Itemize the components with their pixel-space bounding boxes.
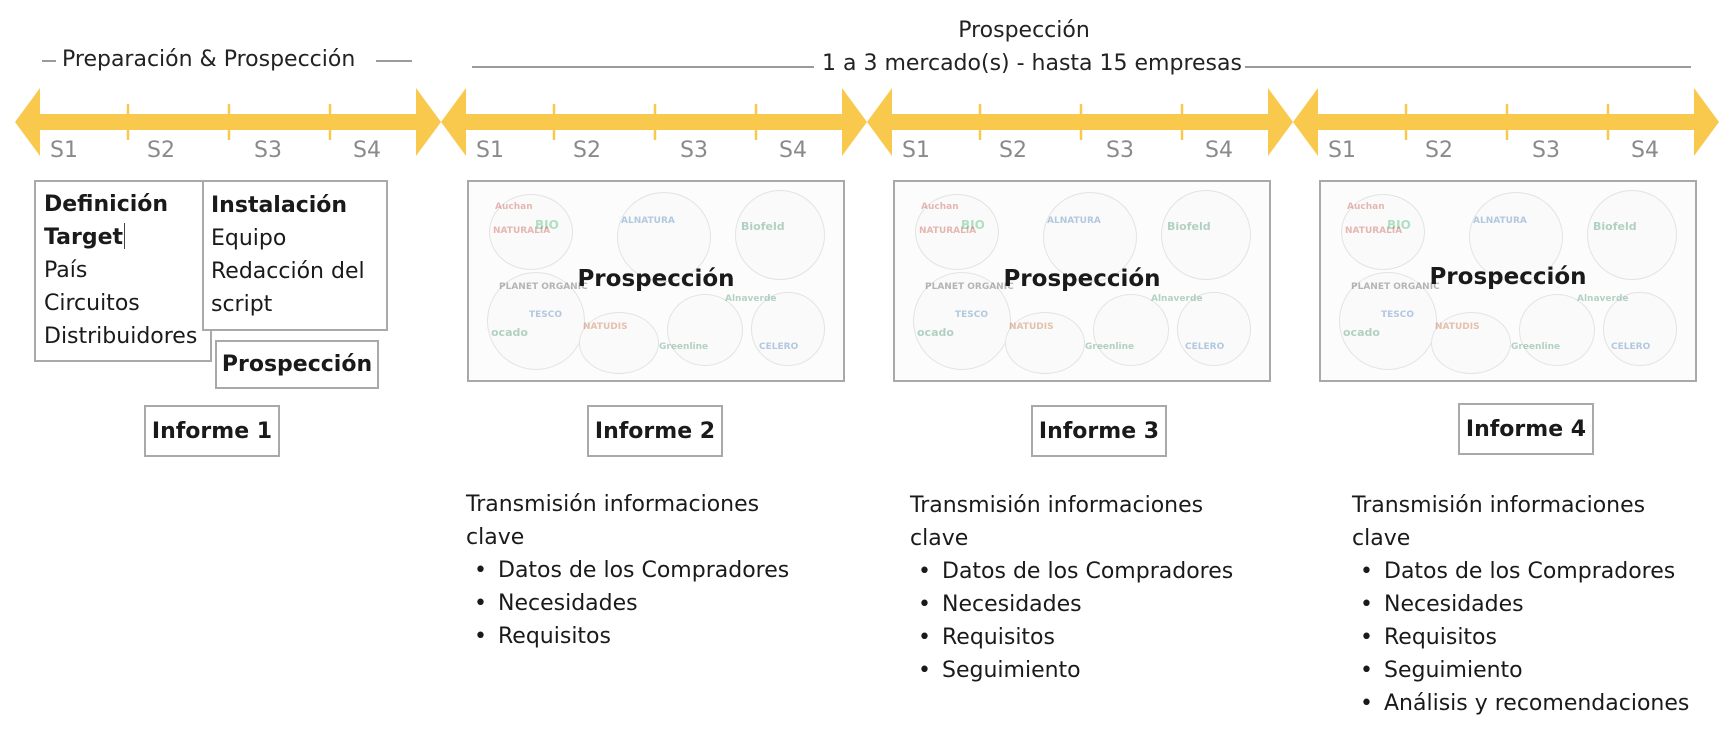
informe-3-box: Informe 3 — [1031, 405, 1167, 457]
week-label-4-s3: S3 — [1532, 138, 1560, 163]
notes-heading: Transmisión informaciones — [910, 493, 1204, 518]
list-item: Datos de los Compradores — [910, 555, 1233, 588]
left-phase-title: Preparación & Prospección — [62, 47, 356, 72]
right-title-rule-left — [472, 66, 814, 68]
definition-item: Distribuidores — [44, 324, 198, 349]
prospection-panel-3-title: Prospección — [1429, 264, 1587, 290]
week-label-3-s2: S2 — [999, 138, 1027, 163]
notes-heading: clave — [910, 526, 969, 551]
list-item: Requisitos — [910, 621, 1233, 654]
notes-informe-2: Transmisión informaciones clave Datos de… — [466, 488, 789, 653]
list-item: Requisitos — [1352, 621, 1689, 654]
week-label-1-s3: S3 — [254, 138, 282, 163]
week-label-2-s3: S3 — [680, 138, 708, 163]
timeline — [15, 88, 1719, 156]
list-item: Necesidades — [1352, 588, 1689, 621]
notes-heading: Transmisión informaciones — [1352, 493, 1646, 518]
prospection-panel-1-title: Prospección — [577, 266, 735, 292]
list-item: Seguimiento — [1352, 654, 1689, 687]
right-phase-title: Prospección — [958, 18, 1090, 43]
prospection-panel-2-title: Prospección — [1003, 266, 1161, 292]
informe-4-box: Informe 4 — [1458, 403, 1594, 455]
definition-item: Circuitos — [44, 291, 140, 316]
definition-item: País — [44, 258, 88, 283]
notes-heading: Transmisión informaciones — [466, 492, 760, 517]
definition-box — [34, 180, 212, 362]
informe-1-box: Informe 1 — [144, 405, 280, 457]
week-label-3-s3: S3 — [1106, 138, 1134, 163]
list-item: Datos de los Compradores — [1352, 555, 1689, 588]
list-item: Necesidades — [910, 588, 1233, 621]
informe-2-box: Informe 2 — [587, 405, 723, 457]
installation-item: Redacción del — [211, 259, 365, 284]
week-label-4-s2: S2 — [1425, 138, 1453, 163]
week-label-4-s4: S4 — [1631, 138, 1659, 163]
week-label-2-s2: S2 — [573, 138, 601, 163]
notes-heading: clave — [1352, 526, 1411, 551]
list-item: Análisis y recomendaciones — [1352, 687, 1689, 720]
list-item: Requisitos — [466, 620, 789, 653]
week-label-1-s1: S1 — [50, 138, 78, 163]
installation-title: Instalación — [211, 193, 348, 218]
notes-informe-3: Transmisión informaciones clave Datos de… — [910, 489, 1233, 687]
list-item: Datos de los Compradores — [466, 554, 789, 587]
week-label-4-s1: S1 — [1328, 138, 1356, 163]
list-item: Necesidades — [466, 587, 789, 620]
prospection-panel-1: Auchan BIO NATURALIA ALNATURA Biofeld PL… — [467, 180, 845, 382]
installation-item: Equipo — [211, 226, 287, 251]
prospection-panel-3: Auchan BIO NATURALIA ALNATURA Biofeld PL… — [1319, 180, 1697, 382]
list-item: Seguimiento — [910, 654, 1233, 687]
week-label-1-s4: S4 — [353, 138, 381, 163]
definition-box-text: Definición Target País Circuitos Distrib… — [44, 188, 197, 353]
installation-item: script — [211, 292, 273, 317]
week-label-1-s2: S2 — [147, 138, 175, 163]
definition-title: Definición — [44, 192, 169, 217]
right-title-rule-right — [1245, 66, 1691, 68]
notes-heading: clave — [466, 525, 525, 550]
installation-box — [202, 180, 388, 331]
right-phase-subtitle: 1 a 3 mercado(s) - hasta 15 empresas — [822, 51, 1242, 76]
week-label-2-s4: S4 — [779, 138, 807, 163]
prospection-panel-2: Auchan BIO NATURALIA ALNATURA Biofeld PL… — [893, 180, 1271, 382]
week-label-2-s1: S1 — [476, 138, 504, 163]
definition-subtitle: Target — [44, 223, 126, 250]
phase1-prospeccion-box: Prospección — [215, 340, 379, 389]
week-label-3-s4: S4 — [1205, 138, 1233, 163]
installation-box-text: Instalación Equipo Redacción del script — [211, 189, 365, 321]
week-label-3-s1: S1 — [902, 138, 930, 163]
left-title-rule-right — [376, 60, 412, 62]
left-title-rule-left — [42, 60, 56, 62]
notes-informe-4: Transmisión informaciones clave Datos de… — [1352, 489, 1689, 720]
